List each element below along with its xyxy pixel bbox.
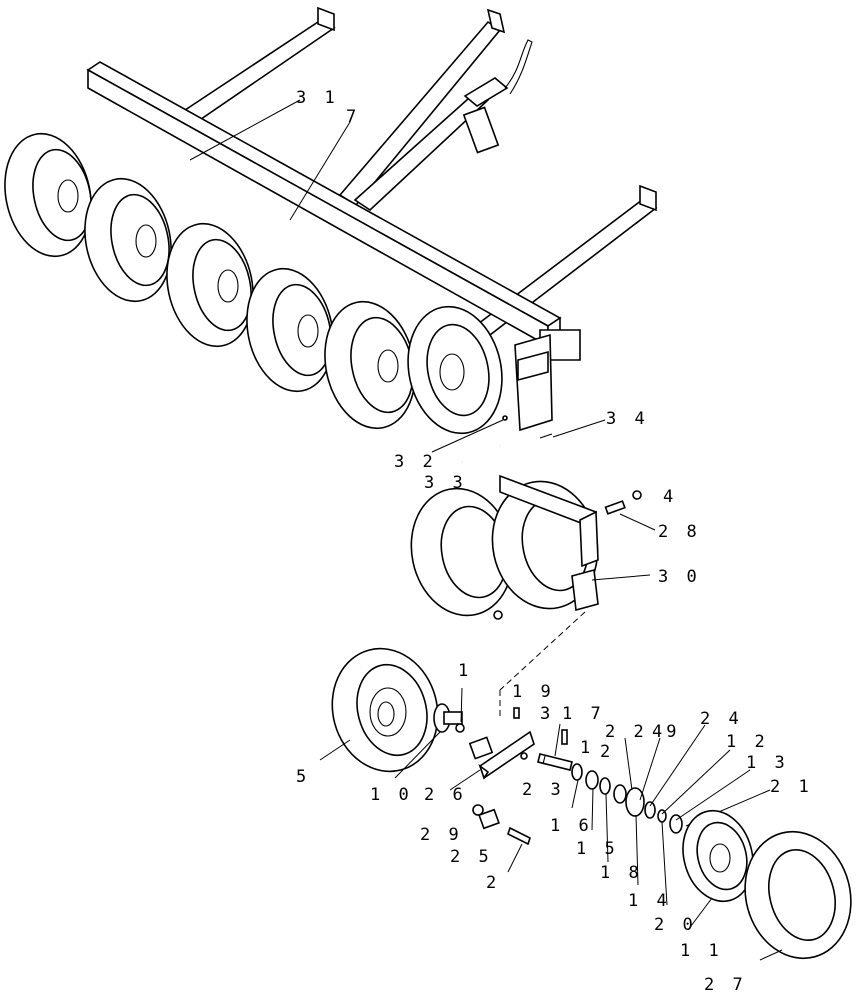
leader-10 — [394, 731, 441, 779]
callout-18: 1 8 — [600, 863, 643, 883]
wheel-5 — [324, 300, 416, 430]
callout-1-upper: 1 — [580, 738, 594, 758]
tire-27 — [744, 830, 852, 960]
spindle-10 — [433, 703, 463, 733]
callout-22: 2 2 — [605, 722, 648, 742]
callout-26: 2 6 — [424, 785, 467, 805]
dash-line-1 — [499, 611, 586, 691]
callout-19: 1 9 — [512, 682, 555, 702]
bolt-32 — [502, 415, 508, 421]
callout-20: 2 0 — [654, 915, 697, 935]
callout-2-lower: 2 — [486, 873, 500, 893]
callout-25: 2 5 — [450, 847, 493, 867]
callout-15: 1 5 — [576, 839, 619, 859]
callout-10: 1 0 — [370, 785, 413, 805]
callout-5: 5 — [296, 767, 310, 787]
callout-14: 1 4 — [628, 891, 671, 911]
leader-49 — [639, 737, 661, 801]
wheel-bracket-upper — [514, 333, 553, 432]
nut-23 — [520, 752, 528, 760]
callout-33: 3 3 — [424, 473, 467, 493]
leader-15 — [591, 787, 594, 831]
leader-27 — [759, 949, 783, 961]
wheel-4 — [246, 267, 334, 393]
leader-12 — [661, 749, 731, 815]
wheel-2 — [84, 177, 172, 303]
leader-20 — [661, 821, 668, 906]
callout-17: 1 7 — [562, 704, 605, 724]
callout-4: 4 — [663, 487, 677, 507]
callout-7: 7 — [346, 107, 360, 127]
callout-1: 1 — [458, 661, 472, 681]
leader-26 — [449, 769, 481, 791]
callout-49: 49 — [652, 722, 680, 742]
callout-32: 3 2 — [394, 452, 437, 472]
wheel-pair-assembly — [410, 474, 599, 620]
nut-4 — [632, 490, 642, 500]
callout-29: 2 9 — [420, 825, 463, 845]
callout-11: 1 1 — [680, 941, 723, 961]
rim-11 — [682, 809, 754, 903]
bolt-34 — [539, 433, 553, 439]
leader-28 — [619, 513, 656, 531]
leader-34 — [552, 419, 606, 438]
wheel-3 — [166, 222, 254, 348]
leader-1 — [460, 687, 463, 723]
callout-27: 2 7 — [704, 975, 747, 995]
callout-34: 3 4 — [606, 409, 649, 429]
leader-16 — [571, 779, 579, 809]
callout-12: 1 2 — [726, 732, 769, 752]
bolt-19 — [513, 707, 520, 719]
leader-11 — [687, 897, 713, 931]
frame-rear-arm-left — [168, 6, 336, 129]
plate — [468, 736, 494, 760]
pin-28 — [604, 500, 626, 515]
callout-21: 2 1 — [770, 777, 813, 797]
callout-31: 3 1 — [296, 88, 339, 108]
pin-33 — [461, 444, 501, 464]
pin-17 — [561, 729, 568, 745]
callout-24: 2 4 — [700, 709, 743, 729]
leader-18 — [605, 793, 609, 863]
bolt-2 — [507, 826, 531, 846]
mount-bracket-26 — [478, 730, 535, 780]
wheel-6 — [407, 305, 503, 435]
callout-23: 2 3 — [522, 780, 565, 800]
callout-16: 1 6 — [550, 816, 593, 836]
callout-13: 1 3 — [746, 753, 789, 773]
callout-3: 3 — [540, 704, 554, 724]
tire-5 — [331, 647, 439, 773]
callout-2-upper: 2 — [600, 742, 614, 762]
callout-30: 3 0 — [658, 567, 701, 587]
nut-29 — [472, 804, 484, 816]
leader-14 — [635, 814, 639, 886]
leader-32 — [431, 419, 504, 453]
tongue-hitch — [338, 8, 533, 212]
leader-22 — [624, 737, 633, 791]
leader-24 — [649, 724, 706, 807]
leader-2 — [507, 843, 523, 873]
shaft-3 — [537, 753, 573, 771]
leader-3 — [554, 723, 561, 757]
leader-7 — [289, 121, 351, 221]
tandem-wheels — [4, 132, 503, 435]
nut-1 — [455, 723, 465, 733]
leader-30 — [591, 574, 651, 581]
leader-31 — [189, 99, 301, 161]
callout-28: 2 8 — [658, 522, 701, 542]
wheel-1 — [4, 132, 92, 258]
leader-13 — [675, 769, 751, 821]
callout-labels: 3 1 7 3 4 3 2 3 3 4 2 8 3 0 1 1 9 3 1 7 … — [296, 88, 813, 995]
leader-5 — [319, 739, 351, 761]
washer-25 — [478, 808, 500, 830]
